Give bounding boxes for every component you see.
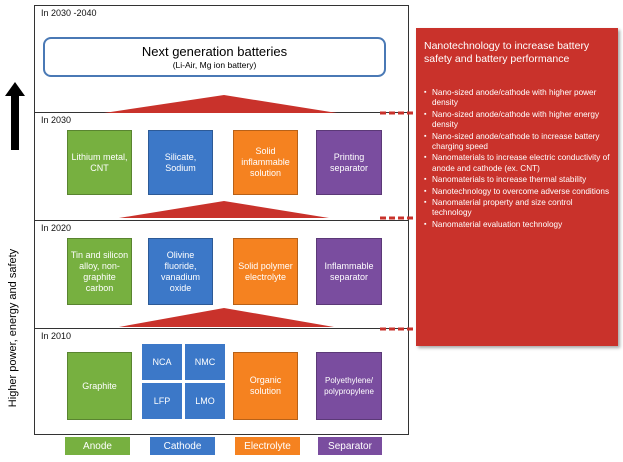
period-label: In 2010 bbox=[41, 331, 72, 341]
panel-item: Nanomaterials to increase thermal stabil… bbox=[424, 175, 612, 186]
cathode-cell: NCA bbox=[142, 344, 182, 380]
panel-item: Nanotechnology to overcome adverse condi… bbox=[424, 187, 612, 198]
axis-label: Higher power, energy and safety bbox=[7, 248, 19, 408]
column-label-cathode: Cathode bbox=[150, 437, 215, 455]
panel-item: Nano-sized anode/cathode with higher ene… bbox=[424, 110, 612, 131]
separator-2030: Printing separator bbox=[316, 130, 382, 195]
cathode-cell: LFP bbox=[142, 383, 182, 419]
anode-2010: Graphite bbox=[67, 352, 132, 420]
cathode-2010-grid: NCA NMC LFP LMO bbox=[142, 344, 226, 420]
nanotech-panel: Nanotechnology to increase battery safet… bbox=[416, 28, 618, 346]
period-label: In 2020 bbox=[41, 223, 72, 233]
period-label: In 2030 -2040 bbox=[41, 8, 97, 18]
panel-item: Nano-sized anode/cathode to increase bat… bbox=[424, 132, 612, 153]
cathode-2030: Silicate, Sodium bbox=[148, 130, 213, 195]
next-gen-title: Next generation batteries bbox=[141, 44, 288, 59]
next-gen-subtitle: (Li-Air, Mg ion battery) bbox=[172, 60, 257, 70]
panel-item: Nanomaterial evaluation technology bbox=[424, 220, 612, 231]
cathode-cell: NMC bbox=[185, 344, 225, 380]
cathode-2020: Olivine fluoride, vanadium oxide bbox=[148, 238, 213, 305]
panel-title: Nanotechnology to increase battery safet… bbox=[424, 40, 590, 65]
panel-list: Nano-sized anode/cathode with higher pow… bbox=[424, 88, 612, 231]
panel-item: Nanomaterials to increase electric condu… bbox=[424, 153, 612, 174]
electrolyte-2030: Solid inflammable solution bbox=[233, 130, 298, 195]
cathode-cell: LMO bbox=[185, 383, 225, 419]
panel-item: Nano-sized anode/cathode with higher pow… bbox=[424, 88, 612, 109]
arrow-to-2030 bbox=[119, 201, 329, 218]
dashed-connectors bbox=[380, 111, 416, 331]
column-label-electrolyte: Electrolyte bbox=[235, 437, 300, 455]
arrow-to-2030-2040 bbox=[104, 95, 337, 113]
panel-item: Nanomaterial property and size control t… bbox=[424, 198, 612, 219]
anode-2020: Tin and silicon alloy, non-graphite carb… bbox=[67, 238, 132, 305]
axis-arrow bbox=[5, 82, 25, 150]
column-label-separator: Separator bbox=[318, 437, 382, 455]
anode-2030: Lithium metal, CNT bbox=[67, 130, 132, 195]
separator-2020: Inflammable separator bbox=[316, 238, 382, 305]
upward-arrows bbox=[104, 95, 337, 327]
electrolyte-2010: Organic solution bbox=[233, 352, 298, 420]
period-label: In 2030 bbox=[41, 115, 72, 125]
column-label-anode: Anode bbox=[65, 437, 130, 455]
next-gen-box: Next generation batteries (Li-Air, Mg io… bbox=[43, 37, 386, 77]
electrolyte-2020: Solid polymer electrolyte bbox=[233, 238, 298, 305]
arrow-to-2020 bbox=[119, 308, 334, 327]
separator-2010: Polyethylene/ polypropylene bbox=[316, 352, 382, 420]
